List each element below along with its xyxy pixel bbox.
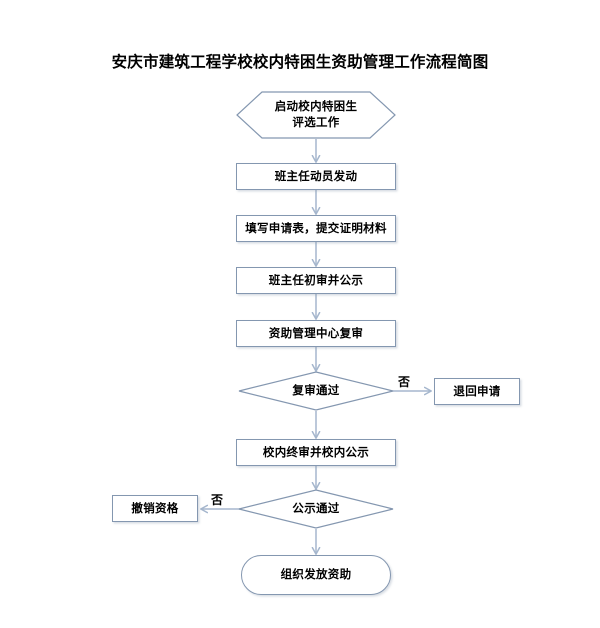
node-return-application[interactable]: 退回申请	[434, 378, 520, 405]
diamond-shape	[238, 371, 394, 411]
node-revoke[interactable]: 撤销资格	[112, 495, 198, 522]
node-mobilize-label: 班主任动员发动	[274, 168, 358, 183]
edge-label-review-no: 否	[398, 375, 411, 389]
node-center-review[interactable]: 资助管理中心复审	[236, 320, 396, 347]
node-final-review[interactable]: 校内终审并校内公示	[236, 439, 396, 466]
node-publicity-pass[interactable]: 公示通过	[238, 489, 394, 529]
node-first-review[interactable]: 班主任初审并公示	[236, 267, 396, 294]
node-final-review-label: 校内终审并校内公示	[262, 444, 370, 459]
node-apply[interactable]: 填写申请表，提交证明材料	[236, 215, 396, 242]
node-mobilize[interactable]: 班主任动员发动	[236, 163, 396, 190]
node-revoke-label: 撤销资格	[131, 500, 179, 515]
node-grant-label: 组织发放资助	[280, 567, 352, 582]
node-start[interactable]: 启动校内特困生 评选工作	[236, 91, 396, 139]
page-title: 安庆市建筑工程学校校内特困生资助管理工作流程简图	[111, 52, 489, 71]
node-review-pass[interactable]: 复审通过	[238, 371, 394, 411]
diamond-shape	[238, 489, 394, 529]
node-apply-label: 填写申请表，提交证明材料	[245, 220, 387, 235]
node-center-review-label: 资助管理中心复审	[268, 325, 364, 340]
node-first-review-label: 班主任初审并公示	[268, 272, 364, 287]
hexagon-shape	[236, 91, 396, 139]
edge-label-publicity-no: 否	[211, 493, 224, 507]
node-grant[interactable]: 组织发放资助	[241, 555, 391, 595]
node-return-application-label: 退回申请	[453, 383, 501, 398]
